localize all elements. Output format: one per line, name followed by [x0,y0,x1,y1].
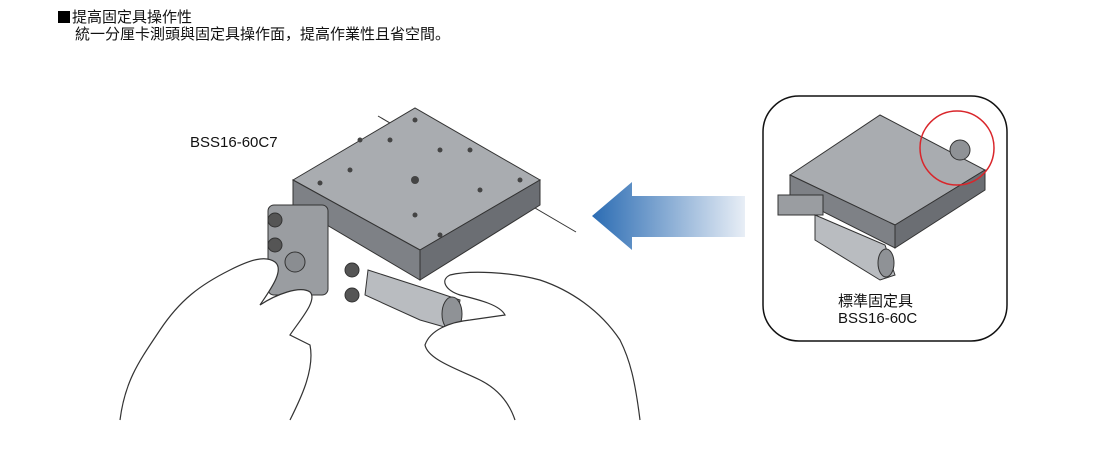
section-title: 提高固定具操作性 [58,9,192,26]
section-title-text: 提高固定具操作性 [72,8,193,26]
main-stage-drawing [267,107,577,332]
section-description: 統一分厘卡測頭與固定具操作面，提高作業性且省空間。 [75,25,451,43]
inset-model-label: BSS16-60C [838,310,918,327]
hands-drawing [119,258,641,421]
inset-title: 標準固定具 [838,292,914,310]
highlight-circle [919,110,995,186]
direction-arrow [592,182,745,250]
main-model-label: BSS16-60C7 [190,134,278,151]
inset-stage-drawing [777,114,987,281]
square-bullet-icon [58,11,70,23]
